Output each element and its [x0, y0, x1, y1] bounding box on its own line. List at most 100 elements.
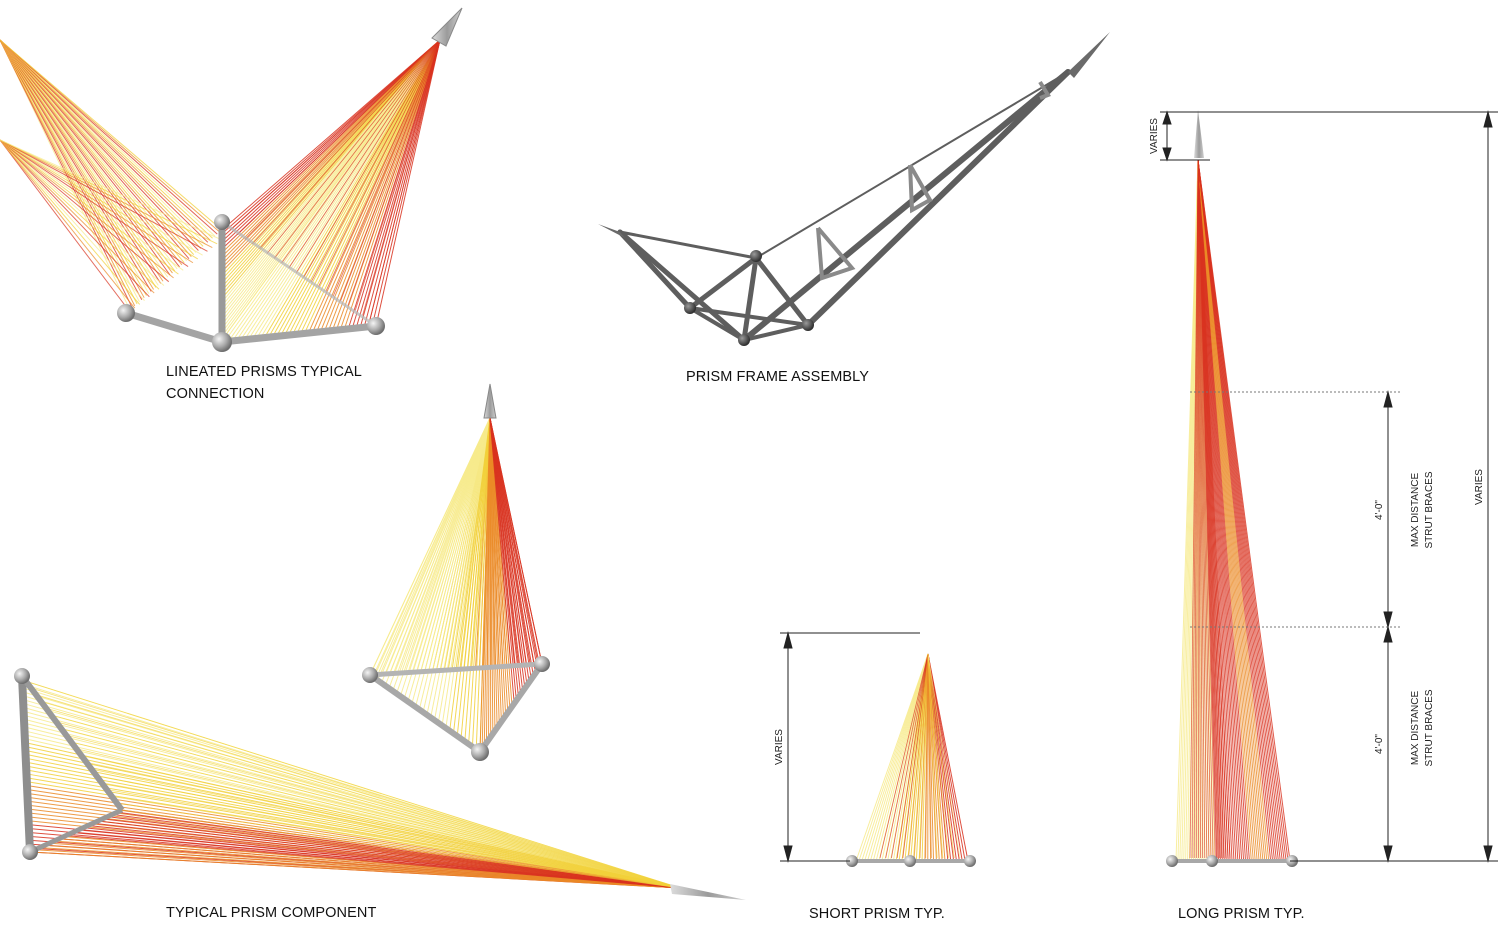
string-line — [121, 809, 681, 889]
string-line — [37, 700, 681, 889]
node-ball — [117, 304, 135, 322]
string-line — [340, 39, 441, 302]
string-line — [0, 39, 206, 245]
string-line — [0, 39, 185, 264]
brace-note-upper-1: MAX DISTANCE — [1410, 473, 1421, 548]
string-line — [0, 139, 174, 279]
string-line — [0, 39, 211, 241]
string-line — [384, 417, 491, 686]
string-line — [0, 39, 202, 249]
string-line — [927, 653, 949, 859]
string-line — [0, 139, 165, 286]
string-line — [253, 39, 441, 338]
string-line — [0, 139, 150, 298]
string-line — [0, 139, 141, 305]
string-line — [0, 139, 189, 267]
string-line — [411, 417, 491, 705]
string-line — [0, 39, 183, 266]
frame-assembly-figure — [598, 32, 1110, 346]
string-line — [0, 39, 216, 237]
string-line — [927, 653, 961, 859]
short-prism-figure: VARIES — [774, 631, 976, 867]
string-line — [244, 39, 441, 240]
string-line — [265, 39, 441, 337]
string-line — [0, 39, 190, 260]
string-line — [25, 765, 681, 889]
string-line — [100, 782, 681, 889]
string-line — [0, 39, 166, 280]
string-line — [403, 417, 491, 700]
string-line — [392, 417, 491, 692]
long-dimensions — [1160, 110, 1498, 863]
brace-upper-label: 4'-0" — [1374, 500, 1385, 520]
short-height-dimension — [780, 631, 920, 863]
string-line — [312, 39, 441, 332]
string-line — [375, 39, 441, 327]
string-line — [377, 417, 491, 681]
string-line — [0, 39, 143, 300]
string-line — [426, 417, 491, 715]
string-line — [885, 653, 929, 859]
string-line — [318, 39, 441, 288]
short-prism-strings — [855, 653, 969, 862]
string-line — [0, 139, 218, 245]
string-line — [369, 417, 491, 676]
string-line — [90, 768, 681, 889]
string-line — [0, 39, 213, 239]
string-line — [106, 789, 681, 889]
string-line — [332, 39, 441, 331]
string-line — [468, 417, 491, 745]
string-line — [460, 417, 491, 739]
string-line — [0, 39, 150, 294]
string-line — [303, 39, 441, 278]
string-line — [0, 39, 195, 255]
string-line — [237, 39, 441, 236]
string-line — [111, 795, 681, 889]
caption-connection-line2: CONNECTION — [166, 386, 265, 402]
caption-short-prism: SHORT PRISM TYP. — [809, 906, 945, 922]
string-line — [927, 653, 932, 859]
string-line — [927, 653, 969, 862]
string-line — [1197, 159, 1291, 862]
caption-typical-component: TYPICAL PRISM COMPONENT — [166, 905, 377, 921]
string-line — [347, 39, 441, 306]
brace-note-upper-2: STRUT BRACES — [1424, 471, 1435, 548]
string-line — [373, 417, 491, 678]
string-line — [0, 39, 157, 288]
string-line — [0, 39, 220, 233]
string-line — [0, 139, 194, 264]
iso-prism-figure — [362, 383, 550, 761]
string-line — [272, 39, 441, 336]
string-line — [276, 39, 441, 336]
string-line — [0, 139, 203, 256]
string-line — [363, 39, 441, 328]
string-line — [221, 39, 441, 341]
string-line — [0, 139, 155, 294]
string-line — [288, 39, 441, 269]
string-line — [64, 734, 681, 889]
string-line — [32, 693, 681, 889]
string-line — [371, 39, 441, 327]
string-line — [927, 653, 944, 859]
string-line — [27, 792, 681, 889]
string-line — [24, 745, 681, 889]
string-line — [324, 39, 441, 331]
string-line — [355, 39, 441, 328]
string-line — [0, 139, 208, 252]
connection-strings — [0, 39, 441, 341]
string-line — [354, 39, 441, 311]
caption-connection: LINEATED PRISMS TYPICAL CONNECTION — [166, 361, 362, 405]
short-height-label: VARIES — [774, 729, 785, 765]
string-line — [879, 653, 929, 859]
string-line — [0, 39, 152, 292]
string-line — [0, 139, 170, 283]
string-line — [79, 754, 681, 889]
string-line — [430, 417, 491, 718]
node-ball — [367, 317, 385, 335]
string-line — [95, 775, 681, 889]
string-line — [925, 653, 929, 859]
string-line — [21, 679, 681, 889]
string-line — [0, 39, 162, 284]
string-line — [380, 417, 491, 684]
